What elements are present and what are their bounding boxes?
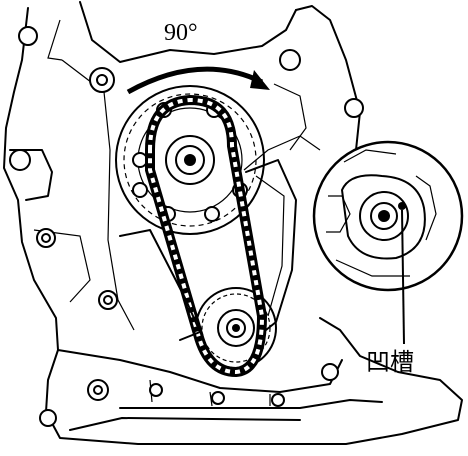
mounting-bolts <box>9 26 364 427</box>
rotation-angle-label: 90° <box>164 20 198 46</box>
chain-tensioner <box>119 159 297 341</box>
timing-chain <box>145 94 268 378</box>
notch-callout-label: 凹槽 <box>366 349 414 376</box>
detail-inset <box>312 140 464 292</box>
notch-leader-line <box>401 209 405 345</box>
rotation-arrow <box>126 66 270 95</box>
